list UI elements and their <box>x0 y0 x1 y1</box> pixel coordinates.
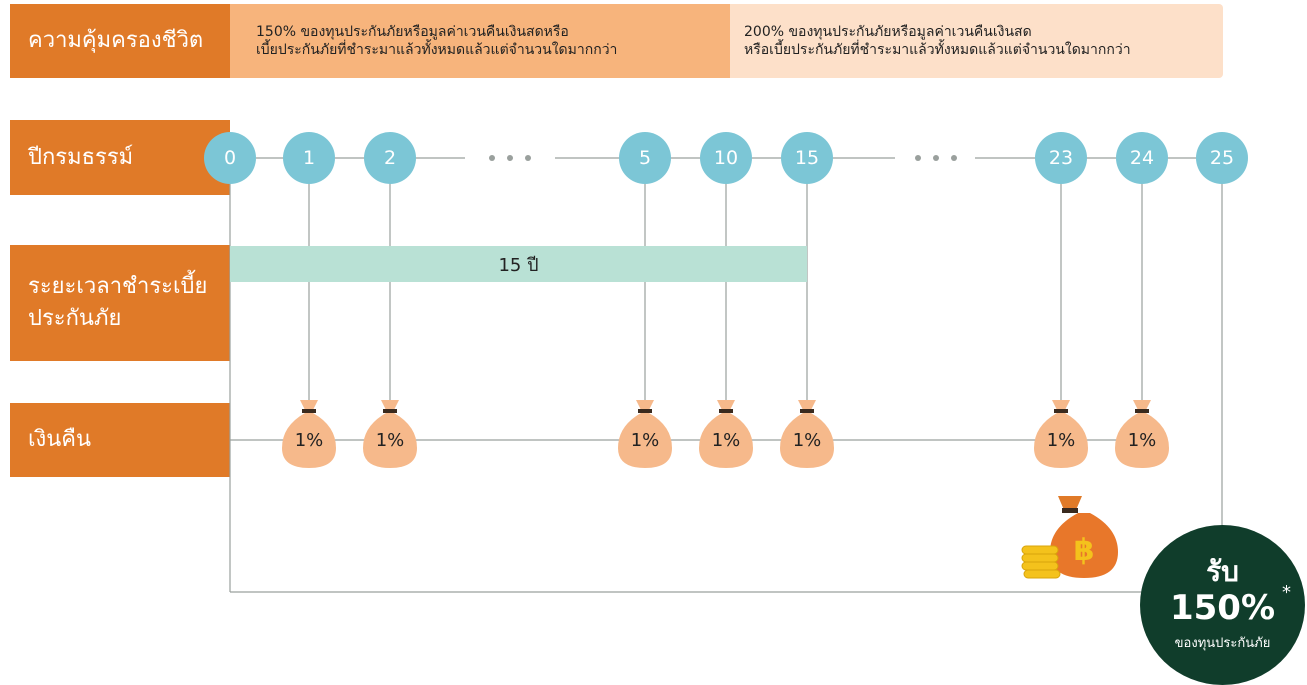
year-circle: 5 <box>619 132 671 184</box>
ellipsis-dot <box>489 155 495 161</box>
year-circle: 2 <box>364 132 416 184</box>
svg-text:฿: ฿ <box>1074 533 1095 568</box>
ellipsis-dot <box>933 155 939 161</box>
cash-back-value: 1% <box>630 430 660 451</box>
cash-back-value: 1% <box>294 430 324 451</box>
money-bag-icon: 1% <box>695 398 757 470</box>
ellipsis-dot <box>507 155 513 161</box>
coverage-phase-2-line1: 200% ของทุนประกันภัยหรือมูลค่าเวนคืนเงิน… <box>744 23 1032 40</box>
money-bag-icon: 1% <box>278 398 340 470</box>
year-circle: 0 <box>204 132 256 184</box>
coverage-label: ความคุ้มครองชีวิต <box>10 4 230 78</box>
coverage-phase-2: 200% ของทุนประกันภัยหรือมูลค่าเวนคืนเงิน… <box>730 4 1223 78</box>
final-payout-percent: 150% <box>1169 587 1276 628</box>
premium-period-bar: 15 ปี <box>230 246 807 282</box>
year-circle: 15 <box>781 132 833 184</box>
ellipsis-dot <box>915 155 921 161</box>
final-payout-badge: รับ 150% * ของทุนประกันภัย <box>1140 525 1305 685</box>
coin-stack-icon <box>1021 545 1061 579</box>
cash-back-value: 1% <box>1127 430 1157 451</box>
baht-icon: ฿ <box>1074 533 1095 568</box>
final-payout-value: 150% * <box>1169 582 1291 629</box>
year-circle: 1 <box>283 132 335 184</box>
policy-year-label: ปีกรมธรรม์ <box>10 120 230 195</box>
cash-back-value: 1% <box>711 430 741 451</box>
premium-period-label: ระยะเวลาชำระเบี้ยประกันภัย <box>10 245 230 361</box>
big-money-bag: ฿ <box>1018 492 1122 580</box>
money-bag-icon <box>1050 496 1118 578</box>
money-bag-icon: 1% <box>1030 398 1092 470</box>
cash-back-value: 1% <box>792 430 822 451</box>
money-bag-icon: 1% <box>1111 398 1173 470</box>
coverage-phase-2-line2: หรือเบี้ยประกันภัยที่ชำระมาแล้วทั้งหมดแล… <box>744 42 1131 58</box>
money-bag-icon: 1% <box>614 398 676 470</box>
coverage-phase-1-line1: 150% ของทุนประกันภัยหรือมูลค่าเวนคืนเงิน… <box>256 23 569 40</box>
coverage-phase-1: 150% ของทุนประกันภัยหรือมูลค่าเวนคืนเงิน… <box>230 4 730 78</box>
footnote-marker: * <box>1282 581 1292 603</box>
cash-back-label: เงินคืน <box>10 403 230 477</box>
cash-back-value: 1% <box>375 430 405 451</box>
year-circle: 25 <box>1196 132 1248 184</box>
money-bag-icon: 1% <box>359 398 421 470</box>
money-bag-icon: 1% <box>776 398 838 470</box>
final-payout-title: รับ <box>1206 554 1239 588</box>
ellipsis-dot <box>951 155 957 161</box>
coverage-phase-1-line2: เบี้ยประกันภัยที่ชำระมาแล้วทั้งหมดแล้วแต… <box>256 42 618 58</box>
year-circle: 24 <box>1116 132 1168 184</box>
year-circle: 10 <box>700 132 752 184</box>
year-circle: 23 <box>1035 132 1087 184</box>
cash-back-value: 1% <box>1046 430 1076 451</box>
ellipsis-dot <box>525 155 531 161</box>
final-payout-subtitle: ของทุนประกันภัย <box>1174 636 1271 652</box>
